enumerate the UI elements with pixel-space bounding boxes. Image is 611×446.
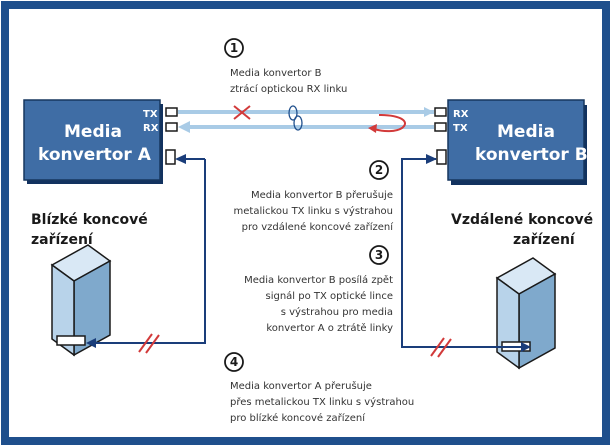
step-2-badge (369, 160, 389, 180)
step-1-number: 1 (230, 41, 238, 55)
step-2-text-line1: Media konvertor B přerušuje (251, 189, 393, 201)
converter-a-tx-label: TX (143, 109, 158, 120)
near-device-port (56, 335, 86, 346)
fiber-link-a-to-b (178, 107, 434, 117)
near-device-label-line2: zařízení (31, 232, 94, 248)
step-3-text-line3: s výstrahou pro media (281, 306, 393, 318)
fiber-loop-icon (288, 105, 303, 131)
return-signal-arrow (368, 114, 406, 133)
metallic-link-near (86, 154, 206, 348)
step-3-text-line2: signál po TX optické lince (265, 290, 393, 302)
converter-b-tx-port (434, 122, 447, 132)
step-1-badge (224, 38, 244, 58)
step-1-text-line2: ztrácí optickou RX linku (230, 83, 347, 95)
step-2-text-line3: pro vzdálené koncové zařízení (242, 221, 395, 233)
step-4-number: 4 (230, 355, 238, 369)
step-4-text-line2: přes metalickou TX linku s výstrahou (230, 396, 414, 408)
step-1: 1 Media konvertor B ztrácí optickou RX l… (224, 38, 347, 95)
converter-b-title-line1: Media (497, 122, 555, 142)
converter-a-rx-label: RX (143, 123, 159, 134)
step-4-text-line3: pro blízké koncové zařízení (230, 412, 366, 424)
converter-b-title-line2: konvertor B (475, 145, 588, 165)
converter-a-copper-port (165, 149, 176, 165)
far-end-device (495, 257, 557, 370)
converter-a-rx-port (165, 122, 178, 132)
step-3-badge (369, 245, 389, 265)
near-device-label-line1: Blízké koncové (31, 212, 148, 228)
converter-b-tx-label: TX (453, 123, 468, 134)
converter-b-rx-port (434, 107, 447, 117)
converter-a-tx-port (165, 107, 178, 117)
converter-b-rx-label: RX (453, 109, 469, 120)
converter-b-copper-port (436, 149, 447, 165)
far-device-label-line1: Vzdálené koncové (451, 212, 593, 228)
step-3: 3 Media konvertor B posílá zpět signál p… (244, 245, 393, 334)
step-2-number: 2 (375, 163, 383, 177)
fiber-link-b-to-a (178, 121, 434, 133)
metallic-link-far-break (430, 337, 452, 358)
step-3-number: 3 (375, 248, 383, 262)
step-4-badge (224, 352, 244, 372)
metallic-link-far (401, 154, 531, 352)
step-3-text-line1: Media konvertor B posílá zpět (244, 274, 393, 286)
step-2: 2 Media konvertor B přerušuje metalickou… (234, 160, 395, 233)
step-3-text-line4: konvertor A o ztrátě linky (266, 322, 393, 334)
rx-link-break-mark (233, 105, 251, 120)
far-device-label-line2: zařízení (513, 232, 576, 248)
step-4: 4 Media konvertor A přerušuje přes metal… (224, 352, 414, 424)
media-converter-a: Media konvertor A TX RX (23, 99, 178, 184)
step-1-text-line1: Media konvertor B (230, 68, 322, 79)
metallic-link-near-break (138, 333, 160, 354)
media-converter-b: Media konvertor B RX TX (434, 99, 588, 185)
step-2-text-line2: metalickou TX linku s výstrahou (234, 205, 394, 217)
step-4-text-line1: Media konvertor A přerušuje (230, 380, 372, 392)
converter-a-title-line1: Media (64, 122, 122, 142)
near-end-device (50, 244, 112, 357)
converter-a-title-line2: konvertor A (38, 145, 152, 165)
